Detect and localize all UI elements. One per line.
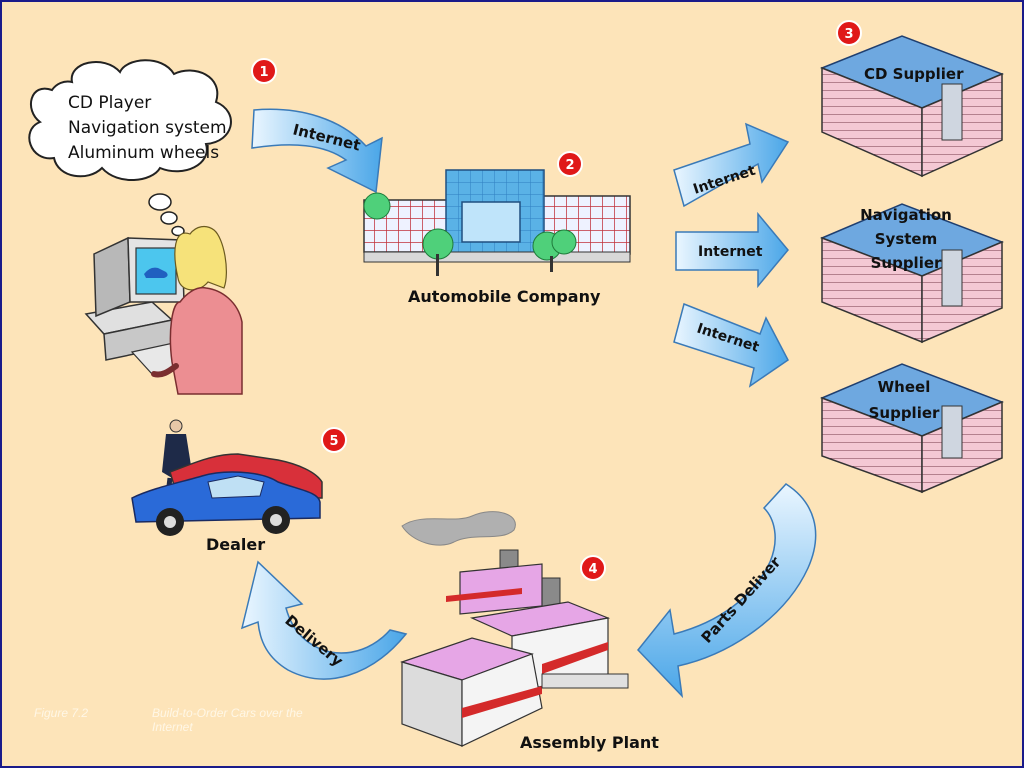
step-badge-4: 4 — [580, 555, 606, 581]
navigation-supplier-building-icon — [819, 203, 1005, 344]
automobile-company-label: Automobile Company — [408, 287, 601, 306]
dealer-cars-icon — [131, 419, 323, 536]
figure-number: Figure 7.2 — [34, 706, 89, 720]
wheel-supplier-label-1: Wheel — [878, 378, 931, 396]
figure-caption-line-1: Build-to-Order Cars over the — [152, 706, 303, 720]
svg-text:2: 2 — [565, 158, 574, 173]
internet-arrow-to-cd-supplier: Internet — [673, 122, 790, 208]
svg-text:1: 1 — [259, 65, 268, 80]
cloud-line-2: Navigation system — [68, 118, 227, 138]
automobile-company-building-icon — [363, 169, 631, 276]
step-badge-2: 2 — [557, 151, 583, 177]
delivery-arrow: Delivery — [240, 560, 408, 680]
assembly-plant-label: Assembly Plant — [520, 733, 659, 752]
svg-text:4: 4 — [588, 562, 597, 577]
svg-text:5: 5 — [329, 434, 338, 449]
cloud-line-3: Aluminum wheels — [68, 143, 219, 163]
wheel-supplier-label-2: Supplier — [869, 404, 940, 422]
cd-supplier-building-icon — [819, 35, 1005, 178]
step-badge-3: 3 — [836, 20, 862, 46]
navigation-supplier-label-2: System — [875, 230, 937, 248]
cd-supplier-label: CD Supplier — [864, 65, 964, 83]
customer-at-computer-icon — [84, 225, 243, 395]
assembly-plant-building-icon — [400, 511, 629, 747]
cloud-line-1: CD Player — [68, 93, 151, 113]
customer-thought-cloud: CD Player Navigation system Aluminum whe… — [28, 59, 232, 237]
figure-caption: Build-to-Order Cars over the Internet — [152, 706, 303, 734]
step-badge-5: 5 — [321, 427, 347, 453]
navigation-supplier-label-3: Supplier — [871, 254, 942, 272]
figure-caption-line-2: Internet — [152, 720, 193, 734]
internet-arrow-to-wheel-supplier: Internet — [673, 302, 789, 388]
navigation-supplier-label-1: Navigation — [860, 206, 952, 224]
step-badge-1: 1 — [251, 58, 277, 84]
wheel-supplier-building-icon — [819, 363, 1005, 494]
internet-arrow-customer-to-company: Internet — [251, 108, 383, 194]
arrow-label-internet-3: Internet — [698, 244, 763, 260]
dealer-label: Dealer — [206, 535, 265, 554]
internet-arrow-to-navigation-supplier: Internet — [675, 211, 789, 289]
svg-text:3: 3 — [844, 27, 853, 42]
parts-deliver-arrow: Parts Deliver — [637, 483, 817, 699]
